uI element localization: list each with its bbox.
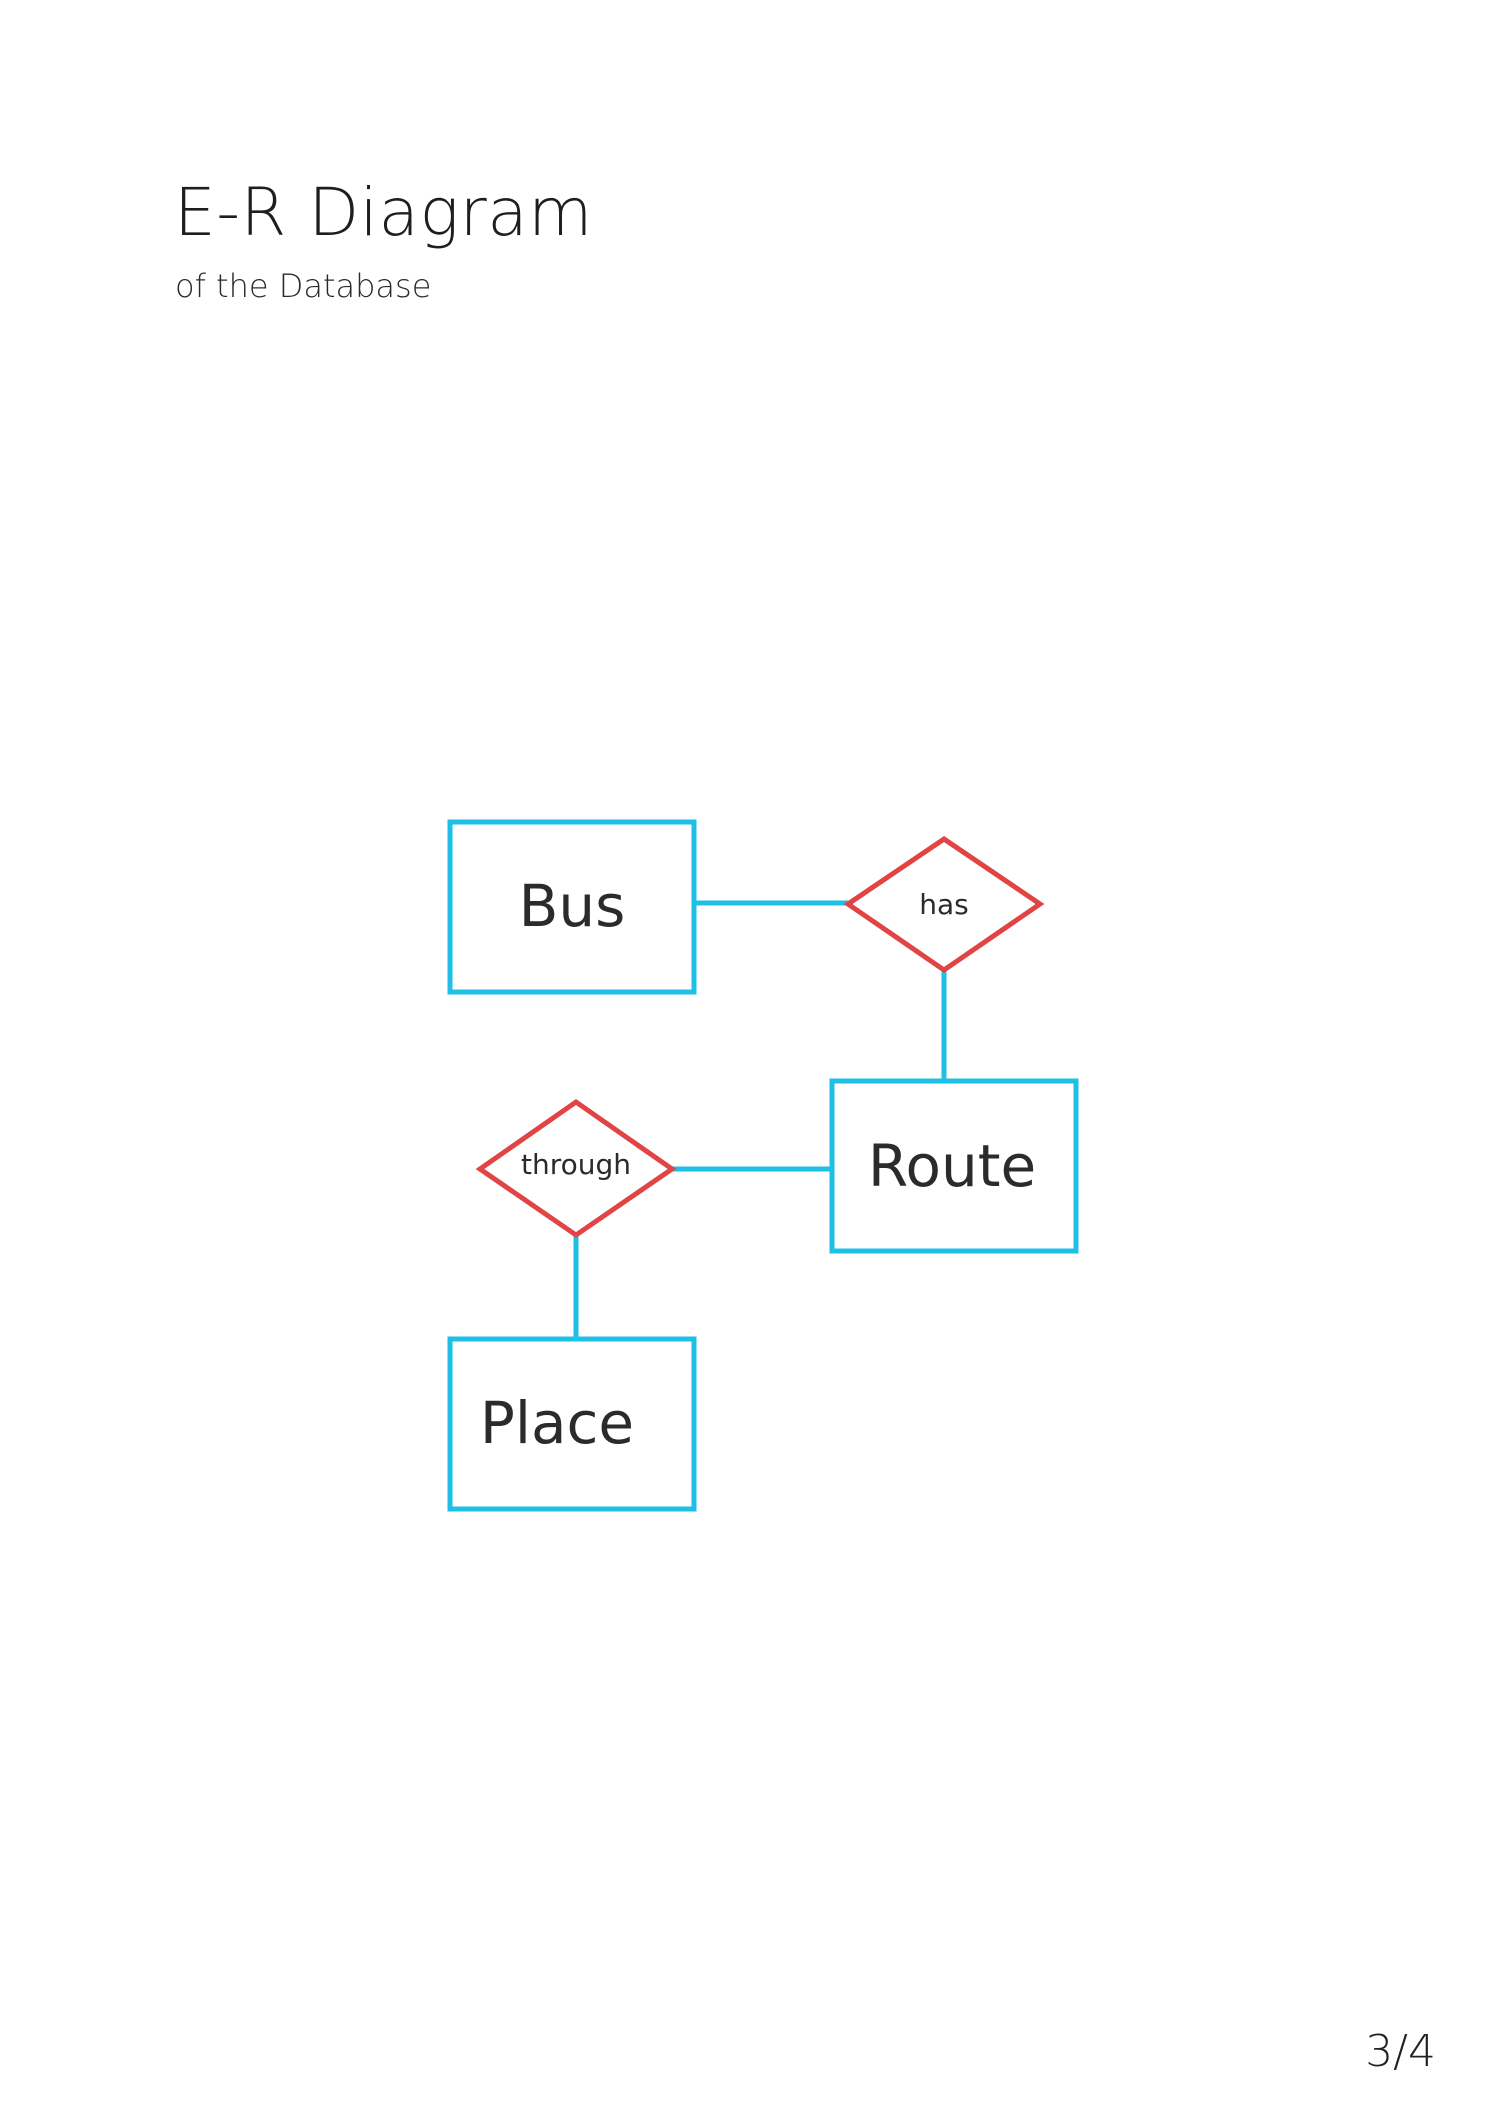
relationship-has-label: has [919, 888, 969, 921]
entity-place: Place [447, 1336, 697, 1512]
page-subtitle: of the Database [175, 267, 432, 305]
relationship-through-label: through [521, 1148, 631, 1181]
entity-bus-label: Bus [519, 872, 626, 940]
entity-bus: Bus [447, 819, 697, 995]
page-number: 3/4 [1365, 2026, 1436, 2077]
entity-route: Route [829, 1078, 1079, 1254]
entity-route-label: Route [868, 1132, 1036, 1200]
entity-place-label: Place [480, 1389, 634, 1457]
relationship-has: has [843, 835, 1045, 974]
page-title: E-R Diagram [174, 174, 593, 251]
relationship-through: through [475, 1098, 677, 1239]
